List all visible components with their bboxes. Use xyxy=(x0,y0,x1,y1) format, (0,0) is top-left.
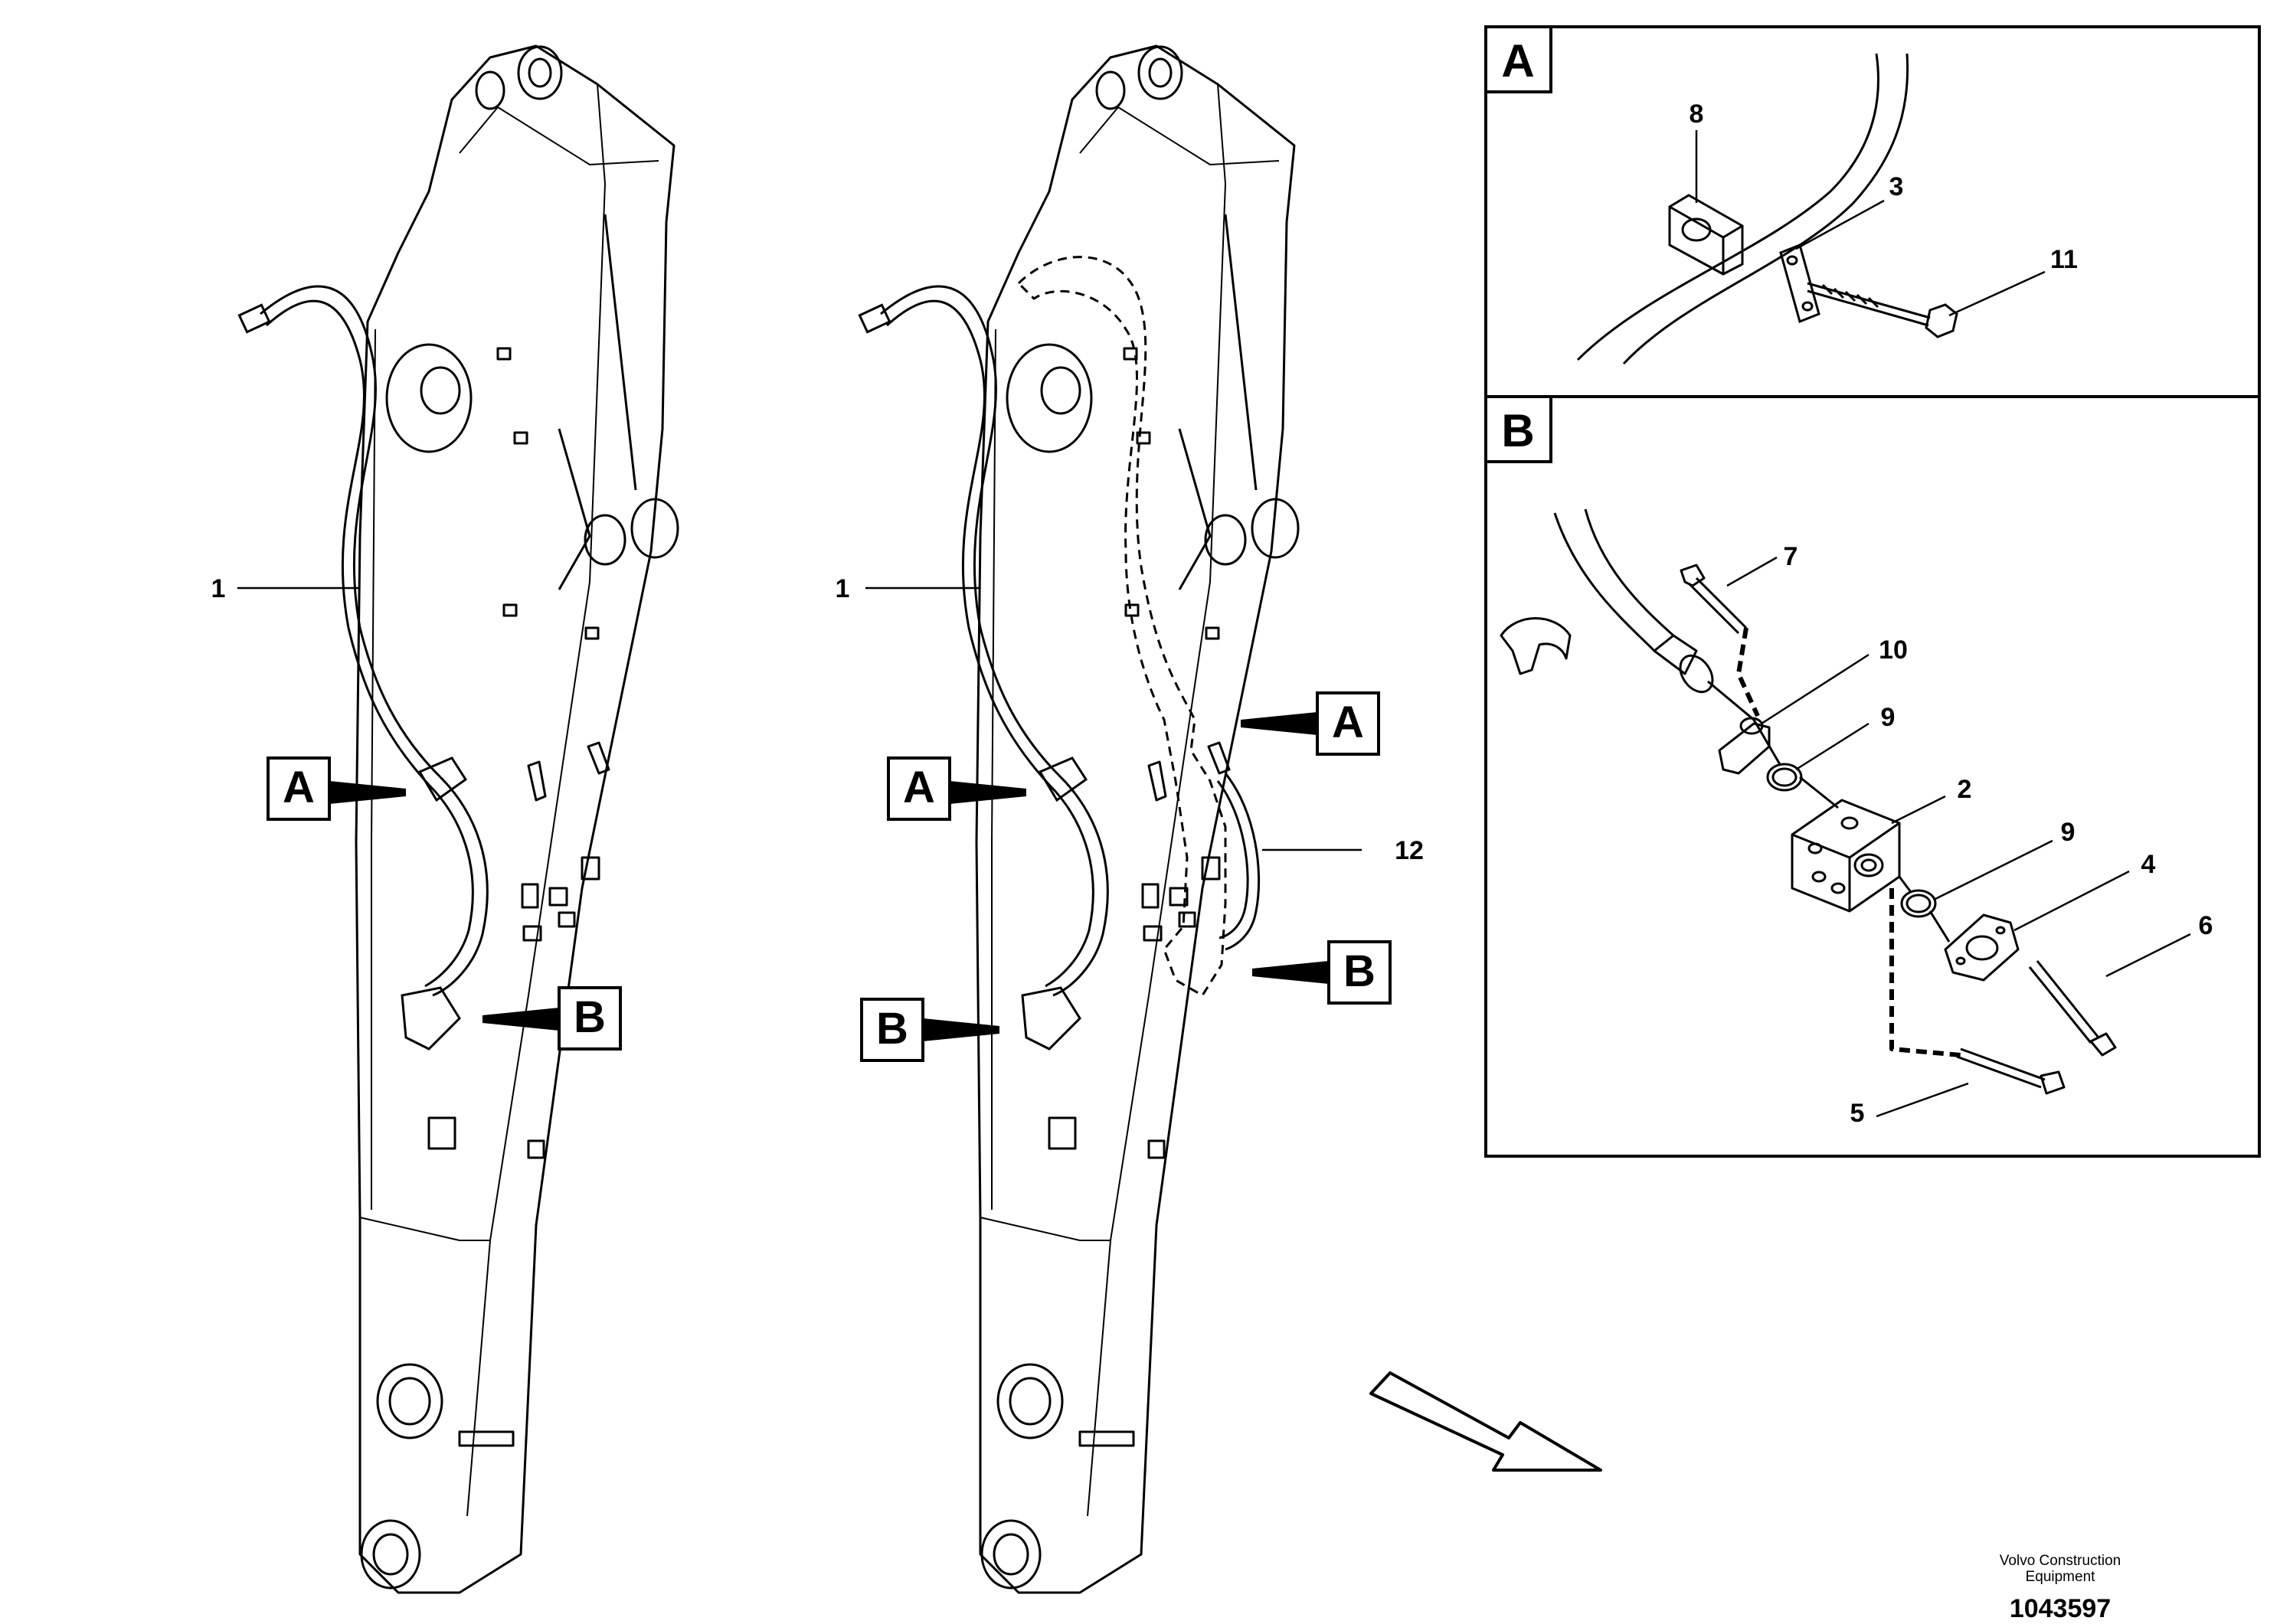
detail-panel xyxy=(1484,25,2261,1158)
direction-arrow xyxy=(1369,1371,1602,1472)
detail-b-part-9-lower: 9 xyxy=(2061,818,2076,847)
detail-b-part-2: 2 xyxy=(1958,775,1972,804)
detail-b-drawing xyxy=(1500,508,2117,1095)
callout-a-right-right: A xyxy=(1332,698,1364,747)
callout-leaders xyxy=(237,587,1362,851)
label-part-12: 12 xyxy=(1395,836,1424,865)
detail-b-part-10: 10 xyxy=(1879,636,1908,665)
hidden-hose-route xyxy=(1016,256,1227,998)
detail-b-title: B xyxy=(1501,405,1534,456)
callout-b-left: B xyxy=(574,992,606,1042)
callout-a-right-left: A xyxy=(903,763,935,812)
detail-a-title: A xyxy=(1501,35,1534,87)
detail-b-part-5: 5 xyxy=(1850,1099,1865,1128)
detail-a-leaders xyxy=(1695,130,2046,317)
detail-b-part-6: 6 xyxy=(2199,911,2213,940)
callout-b-right-left: B xyxy=(876,1004,908,1054)
detail-b-part-7: 7 xyxy=(1784,542,1798,571)
detail-b-leaders xyxy=(1726,556,2191,1118)
label-part-1-right: 1 xyxy=(836,574,850,603)
detail-b-part-4: 4 xyxy=(2141,850,2156,879)
hose-12 xyxy=(1216,773,1261,951)
left-hose xyxy=(237,285,489,1051)
left-boom xyxy=(355,44,679,1594)
callout-boxes xyxy=(267,691,1392,1062)
pointer-arrows xyxy=(329,712,1329,1041)
callout-b-right-right: B xyxy=(1343,946,1376,996)
brand-line-1: Volvo Construction xyxy=(1999,1553,2121,1569)
detail-a-part-11: 11 xyxy=(2050,245,2078,274)
brand-caption: Volvo Construction Equipment xyxy=(1961,1553,2160,1585)
panel-header-boxes xyxy=(1484,25,1552,463)
detail-a-drawing xyxy=(1576,53,1958,365)
callout-a-left: A xyxy=(283,763,315,812)
drawing-number: 1043597 xyxy=(2009,1594,2112,1623)
detail-a-part-3: 3 xyxy=(1889,172,1904,201)
detail-b-part-9-upper: 9 xyxy=(1881,703,1896,732)
brand-line-2: Equipment xyxy=(2025,1569,2095,1585)
label-part-1-left: 1 xyxy=(211,574,226,603)
detail-a-part-8: 8 xyxy=(1690,100,1704,129)
right-hose xyxy=(858,285,1109,1051)
